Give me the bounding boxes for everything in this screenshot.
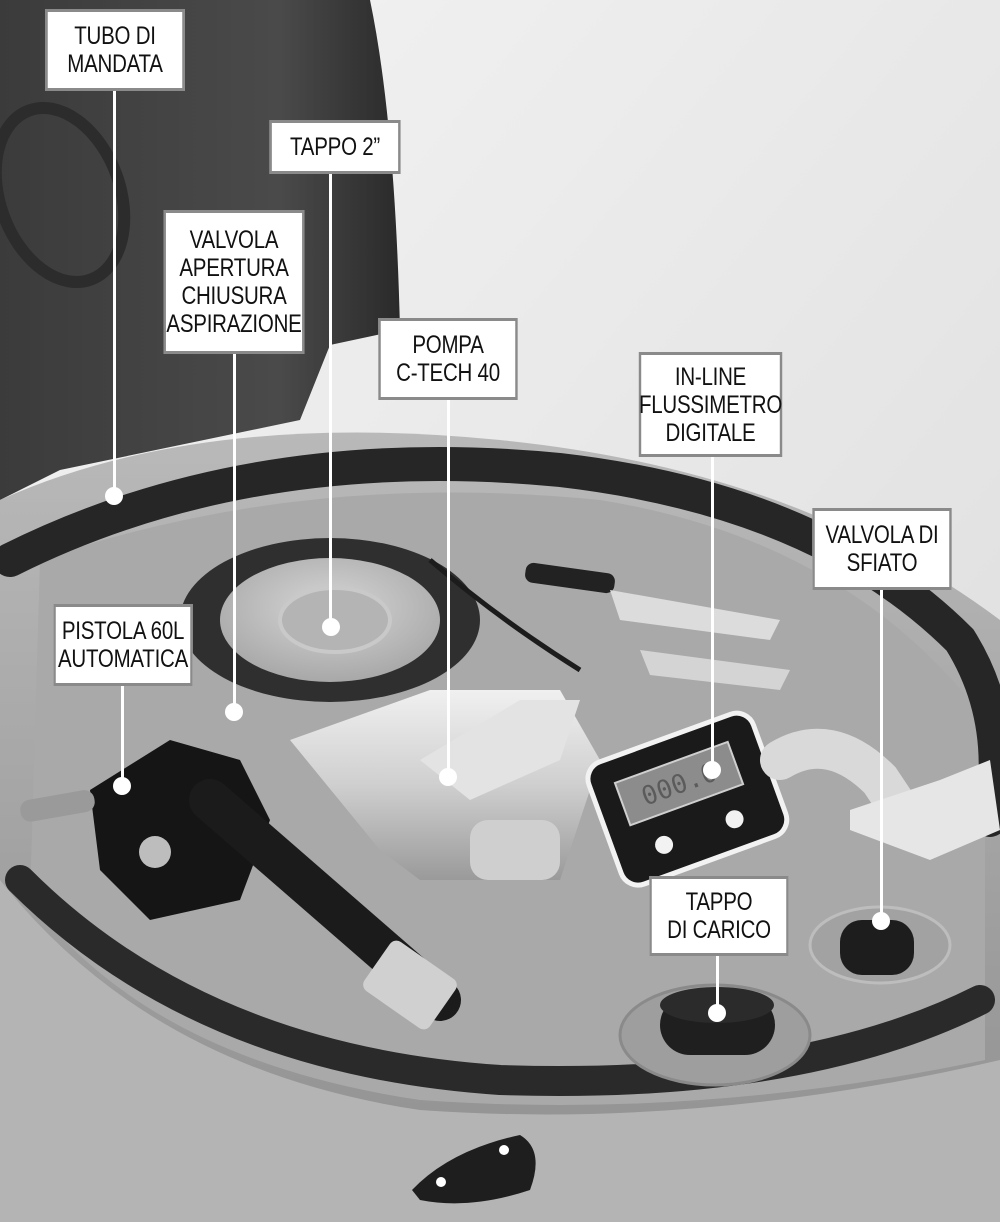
label-line: VALVOLA xyxy=(189,226,279,254)
tank-front-wall xyxy=(0,880,1000,1222)
dot-pompa xyxy=(439,768,457,786)
label-line: MANDATA xyxy=(67,50,163,78)
lid-coil-ring xyxy=(0,101,131,289)
dot-pistola xyxy=(113,777,131,795)
vent-bracket xyxy=(850,760,1000,860)
clamp-cable xyxy=(428,558,582,673)
label-line: APERTURA xyxy=(179,254,289,282)
handle-screw-1 xyxy=(436,1177,446,1187)
hose-lower xyxy=(5,865,995,1096)
dot-flussimetro xyxy=(703,761,721,779)
meter-button-left xyxy=(655,835,674,854)
label-line: ASPIRAZIONE xyxy=(166,310,302,338)
nozzle-hole xyxy=(139,836,171,868)
label-tappo-2: TAPPO 2” xyxy=(269,120,401,174)
leader-flussimetro xyxy=(711,455,714,770)
vent-cap xyxy=(840,920,914,975)
leader-tubo xyxy=(113,90,116,495)
label-line: IN-LINE xyxy=(674,362,747,391)
label-line: SFIATO xyxy=(846,549,918,577)
label-line: AUTOMATICA xyxy=(57,645,189,673)
pump-outlet xyxy=(470,820,560,880)
leader-valvola xyxy=(233,352,236,712)
label-line: POMPA xyxy=(412,331,484,359)
delivery-hose xyxy=(0,447,1000,837)
label-line: VALVOLA DI xyxy=(825,521,939,549)
label-line: DIGITALE xyxy=(665,418,756,447)
leader-pompa xyxy=(447,398,450,778)
label-line: TUBO DI xyxy=(74,22,156,50)
nozzle-body xyxy=(90,740,270,920)
label-line: TAPPO xyxy=(685,888,753,916)
label-line: TAPPO 2” xyxy=(290,133,380,161)
handle-screw-2 xyxy=(499,1145,509,1155)
dot-tappo2 xyxy=(322,618,340,636)
meter-button-right xyxy=(725,810,744,829)
dot-carico xyxy=(708,1004,726,1022)
label-line: C-TECH 40 xyxy=(396,359,500,387)
clamp-handle xyxy=(525,562,615,594)
leader-pistola xyxy=(121,685,124,785)
leader-tappo2 xyxy=(329,172,332,622)
dot-valvola xyxy=(225,703,243,721)
leader-sfiato xyxy=(880,590,883,920)
clamp-jaw xyxy=(610,590,780,640)
leader-carico xyxy=(716,955,719,1010)
label-line: FLUSSIMETRO xyxy=(638,390,783,419)
label-line: CHIUSURA xyxy=(181,282,287,310)
dot-sfiato xyxy=(872,912,890,930)
label-line: PISTOLA 60L xyxy=(61,617,185,645)
clamp-jaw-2 xyxy=(640,650,790,690)
hose-fitting xyxy=(363,940,457,1030)
vent-pipe xyxy=(760,728,920,830)
pump-top xyxy=(420,700,580,800)
dot-tubo xyxy=(105,487,123,505)
nozzle-spout xyxy=(20,790,95,822)
label-line: DI CARICO xyxy=(667,916,771,944)
